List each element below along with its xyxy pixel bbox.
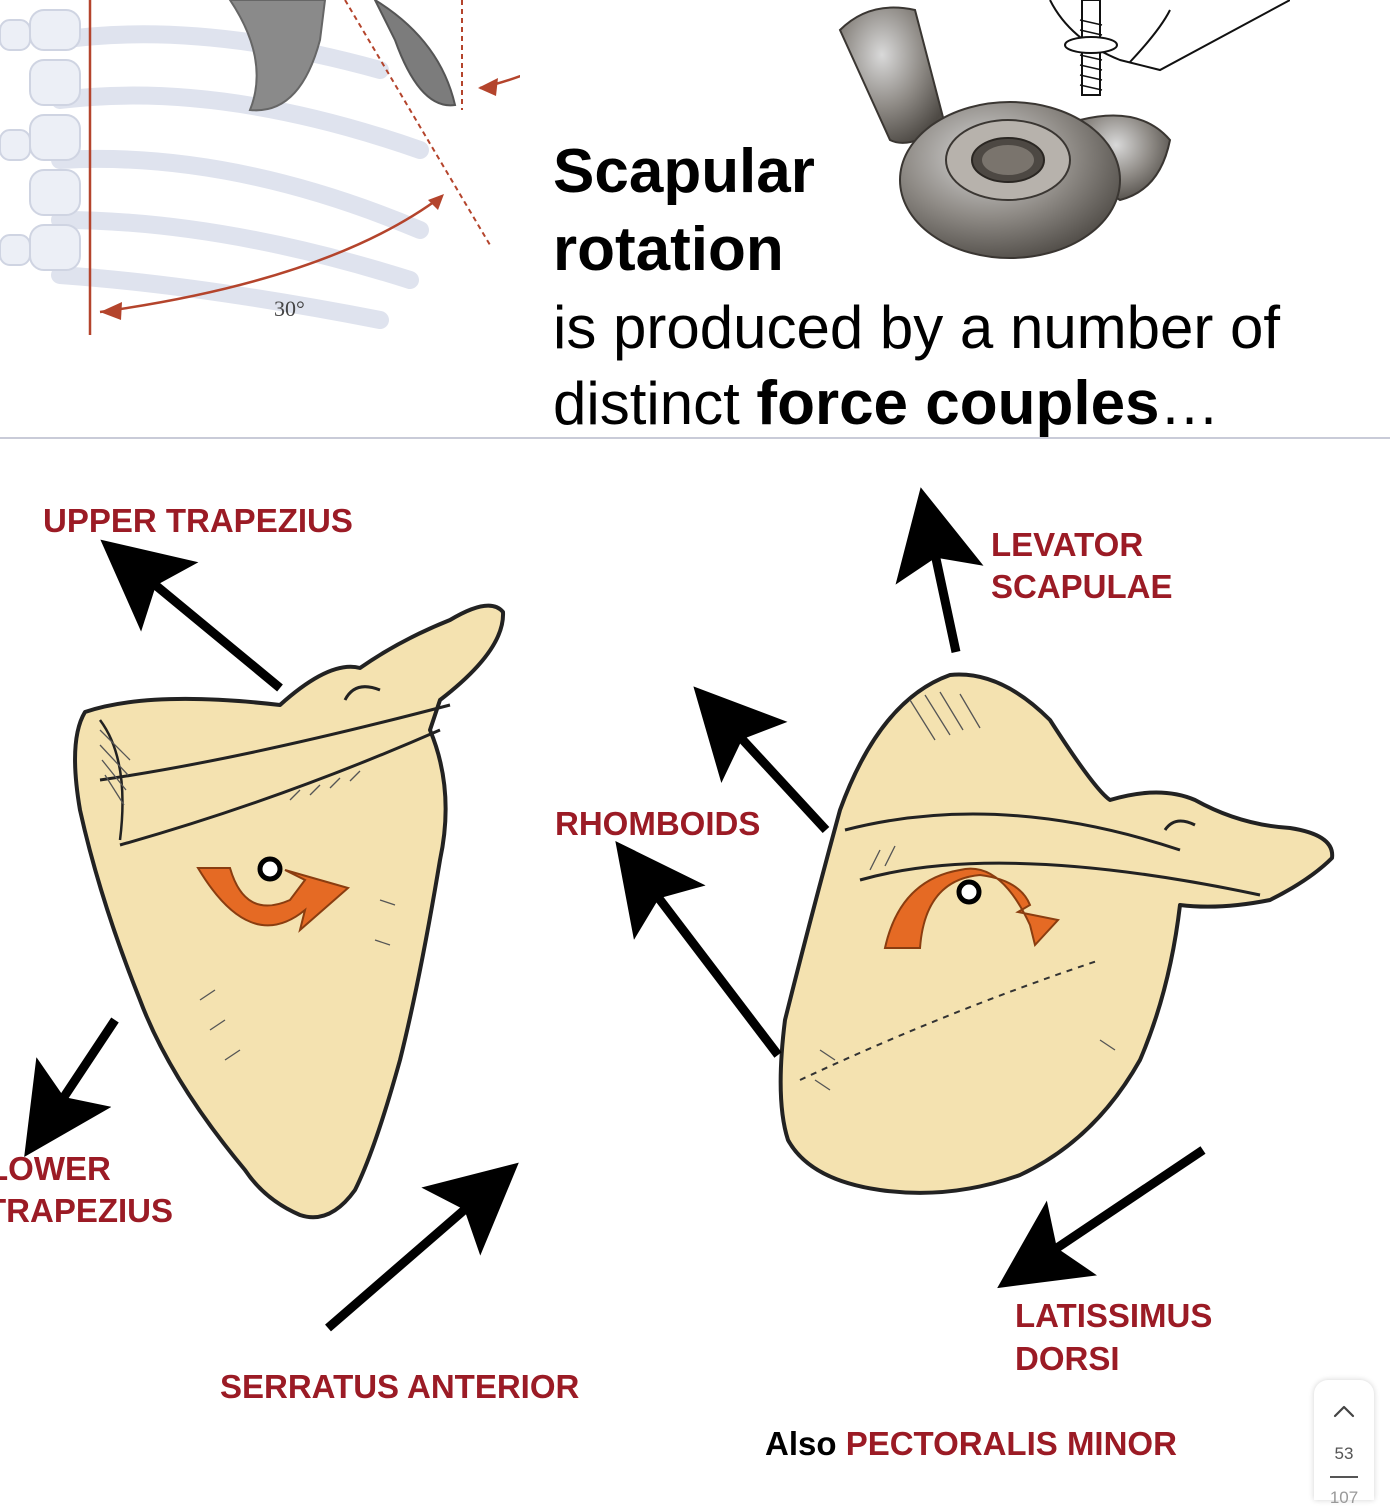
title-scapular: Scapular (553, 137, 815, 206)
previous-page-button[interactable] (1314, 1390, 1374, 1434)
label-serratus-anterior: SERRATUS ANTERIOR (220, 1368, 580, 1405)
label-rhomboids: RHOMBOIDS (555, 805, 761, 842)
rhomboids-arrow-upper (693, 686, 830, 834)
angle-label: 30° (274, 296, 305, 321)
rib-cage-illustration (0, 0, 520, 335)
latissimus-dorsi-arrow (997, 1146, 1206, 1289)
body-line-2-plain: distinct (553, 370, 757, 437)
label-latissimus-line2: DORSI (1015, 1340, 1120, 1377)
body-line-2: distinct force couples… (553, 366, 1220, 442)
slide-divider (0, 437, 1390, 439)
label-levator-line1: LEVATOR (991, 526, 1144, 563)
page-navigator: 53 107 (1314, 1380, 1374, 1507)
left-scapula (73, 603, 506, 1220)
right-scapula (778, 672, 1335, 1195)
rhomboids-arrow-lower (615, 841, 782, 1058)
also-prefix: Also (765, 1425, 846, 1462)
wing-nut-illustration (838, 0, 1290, 259)
slide-top: 30° Scapular r (0, 0, 1390, 438)
body-line-2-ellipsis: … (1159, 370, 1220, 437)
label-lower-trapezius-line2: TRAPEZIUS (0, 1192, 174, 1229)
total-page-count: 107 (1329, 1488, 1359, 1507)
label-lower-trapezius-line1: LOWER (0, 1150, 111, 1187)
label-upper-trapezius: UPPER TRAPEZIUS (43, 502, 353, 539)
label-levator-line2: SCAPULAE (991, 568, 1173, 605)
current-page-number: 53 (1334, 1444, 1354, 1463)
label-latissimus-line1: LATISSIMUS (1015, 1297, 1213, 1334)
label-pectoralis-minor: PECTORALIS MINOR (845, 1425, 1177, 1462)
title-rotation: rotation (553, 215, 784, 284)
force-couples-text: force couples (756, 369, 1160, 438)
body-line-1: is produced by a number of (553, 294, 1281, 361)
serratus-anterior-arrow (325, 1162, 519, 1332)
page-separator (1330, 1476, 1358, 1478)
chevron-up-icon (1333, 1405, 1355, 1418)
levator-scapulae-arrow (895, 487, 984, 653)
lower-trapezius-arrow (24, 1017, 119, 1158)
also-pectoralis-minor: Also PECTORALIS MINOR (765, 1425, 1177, 1463)
upper-trapezius-arrow (100, 539, 283, 692)
